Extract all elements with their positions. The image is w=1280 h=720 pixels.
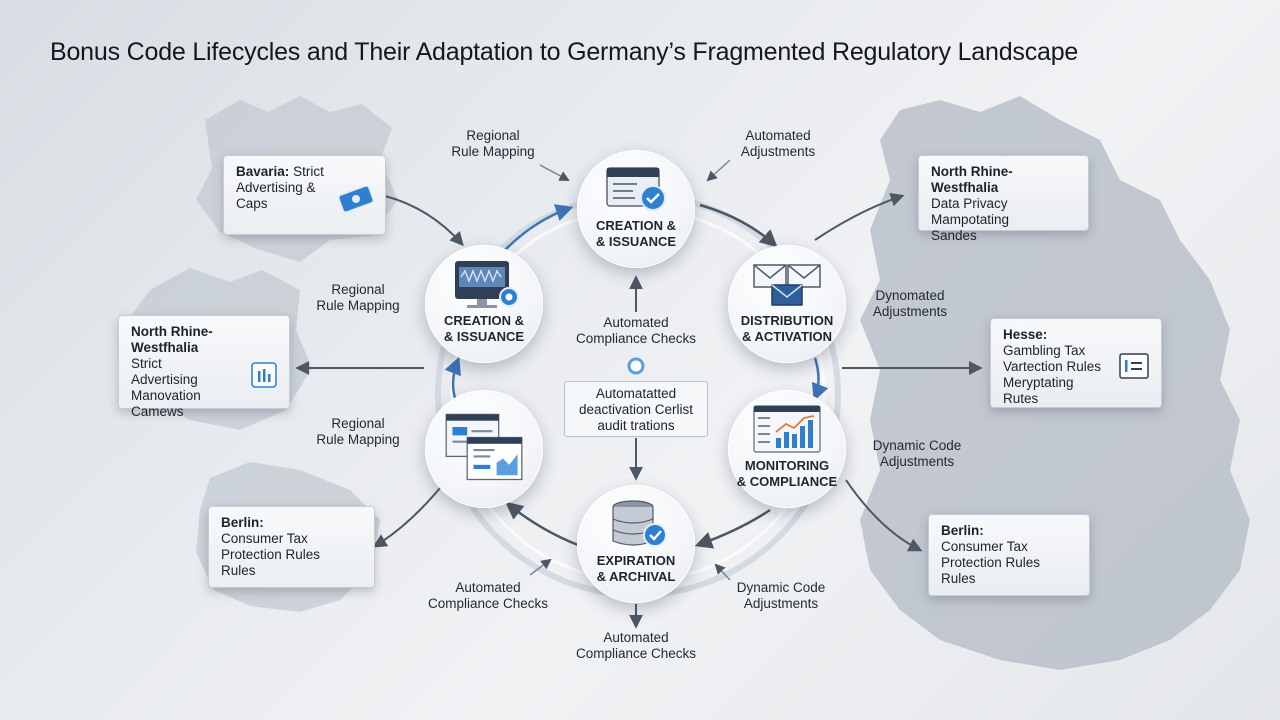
annotation-line: Automated: [745, 128, 811, 143]
node-label: CREATION & & ISSUANCE: [595, 218, 677, 249]
node-distribution-activation: DISTRIBUTION & ACTIVATION: [728, 245, 846, 363]
panel-heading: Berlin:: [221, 515, 264, 530]
panel-heading: Hesse:: [1003, 327, 1048, 342]
annotation-line: Rule Mapping: [451, 144, 535, 159]
panel-heading: Berlin:: [941, 523, 984, 538]
document-check-icon: [606, 167, 666, 211]
node-label: EXPIRATION & ARCHIVAL: [596, 553, 676, 584]
annotation-line: Dynamic Code: [872, 438, 962, 453]
center-box-line: audit trations: [597, 418, 675, 433]
panel-line: Vartection Rules: [1003, 359, 1102, 374]
panel-line: Rules: [941, 571, 976, 586]
annotation-line: Compliance Checks: [575, 331, 697, 346]
panel-line: Gambling Tax: [1003, 343, 1086, 358]
annotation-line: Automated: [603, 630, 669, 645]
panel-north-rhine-westphalia-right: North Rhine-Westfhalia Data Privacy Mamp…: [918, 155, 1089, 243]
panel-north-rhine-westphalia-left: North Rhine-Westfhalia Strict Advertisin…: [118, 315, 290, 419]
annotation-line: Adjustments: [743, 596, 819, 611]
annotation-line: Adjustments: [872, 304, 948, 319]
annotation-line: Regional: [331, 416, 385, 431]
browser-windows-icon: [445, 413, 523, 481]
panel-berlin-left: Berlin: Consumer Tax Protection Rules Ru…: [208, 506, 375, 588]
panel-line: Advertising &: [236, 180, 316, 195]
node-label: CREATION & & ISSUANCE: [443, 313, 525, 344]
panel-line: Sandes: [931, 228, 977, 243]
panel-line: Consumer Tax: [221, 531, 308, 546]
annotation-dynamic-code-adjustments: Dynamic Code Adjustments: [862, 438, 972, 470]
node-monitoring-compliance: MONITORING & COMPLIANCE: [728, 390, 846, 508]
panel-line: Strict: [293, 164, 324, 179]
annotation-line: Automated: [603, 315, 669, 330]
panel-line: Strict: [131, 356, 162, 371]
node-creation-issuance-left: CREATION & & ISSUANCE: [425, 245, 543, 363]
annotation-line: Compliance Checks: [427, 596, 549, 611]
node-creation-issuance-top: CREATION & & ISSUANCE: [577, 150, 695, 268]
annotation-automated-adjustments: Automated Adjustments: [728, 128, 828, 160]
panel-line: Protection Rules: [941, 555, 1041, 570]
panel-line: Protection Rules: [221, 547, 321, 562]
panel-line: Camews: [131, 404, 184, 419]
page-title: Bonus Code Lifecycles and Their Adaptati…: [50, 38, 1079, 66]
panel-line: Meryptating: [1003, 375, 1074, 390]
panel-line: Data Privacy: [931, 196, 1008, 211]
node-expiration-archival: EXPIRATION & ARCHIVAL: [577, 485, 695, 603]
panel-bavaria: Bavaria: Strict Advertising & Caps: [223, 155, 386, 235]
annotation-line: Regional: [466, 128, 520, 143]
bar-chart-tile-icon: [251, 362, 277, 388]
annotation-automated-compliance-checks: Automated Compliance Checks: [566, 630, 706, 662]
center-audit-box: Automatatted deactivation Cerlist audit …: [564, 381, 708, 437]
annotation-line: Regional: [331, 282, 385, 297]
annotation-line: Dynamic Code: [736, 580, 826, 595]
annotation-line: Rule Mapping: [316, 432, 400, 447]
panel-line: Consumer Tax: [941, 539, 1028, 554]
dashboard-chart-icon: [753, 405, 821, 453]
annotation-automated-compliance-checks: Automated Compliance Checks: [418, 580, 558, 612]
annotation-line: Automated: [455, 580, 521, 595]
annotation-line: Dynomated: [875, 288, 945, 303]
panel-line: Rules: [221, 563, 256, 578]
monitor-gear-icon: [455, 261, 519, 308]
annotation-dynamic-code-adjustments: Dynamic Code Adjustments: [726, 580, 836, 612]
node-label: MONITORING & COMPLIANCE: [736, 458, 838, 489]
node-label: DISTRIBUTION & ACTIVATION: [740, 313, 834, 344]
annotation-dynomated-adjustments: Dynomated Adjustments: [860, 288, 960, 320]
panel-line: Rutes: [1003, 391, 1039, 406]
annotation-regional-rule-mapping: Regional Rule Mapping: [308, 282, 408, 314]
ticket-card-icon: [337, 186, 375, 213]
annotation-automated-compliance-checks: Automated Compliance Checks: [566, 315, 706, 347]
panel-heading: North Rhine-Westfhalia: [931, 164, 1013, 195]
node-lifecycle-dashboard: [425, 390, 543, 508]
panel-line: Advertising: [131, 372, 198, 387]
annotation-regional-rule-mapping: Regional Rule Mapping: [308, 416, 408, 448]
database-check-icon: [612, 500, 667, 547]
annotation-line: Adjustments: [740, 144, 816, 159]
panel-line: Manovation: [131, 388, 201, 403]
envelopes-icon: [753, 264, 821, 306]
center-box-line: Automatatted: [595, 386, 677, 401]
annotation-line: Adjustments: [879, 454, 955, 469]
panel-heading: North Rhine-Westfhalia: [131, 324, 213, 355]
center-box-line: deactivation Cerlist: [578, 402, 694, 417]
code-tile-icon: [1119, 353, 1149, 379]
annotation-line: Rule Mapping: [316, 298, 400, 313]
panel-berlin-right: Berlin: Consumer Tax Protection Rules Ru…: [928, 514, 1090, 596]
annotation-regional-rule-mapping: Regional Rule Mapping: [445, 128, 541, 160]
annotation-line: Compliance Checks: [575, 646, 697, 661]
panel-hesse: Hesse: Gambling Tax Vartection Rules Mer…: [990, 318, 1162, 408]
panel-heading: Bavaria:: [236, 164, 290, 179]
panel-line: Caps: [236, 196, 268, 211]
panel-line: Mampotating: [931, 212, 1010, 227]
